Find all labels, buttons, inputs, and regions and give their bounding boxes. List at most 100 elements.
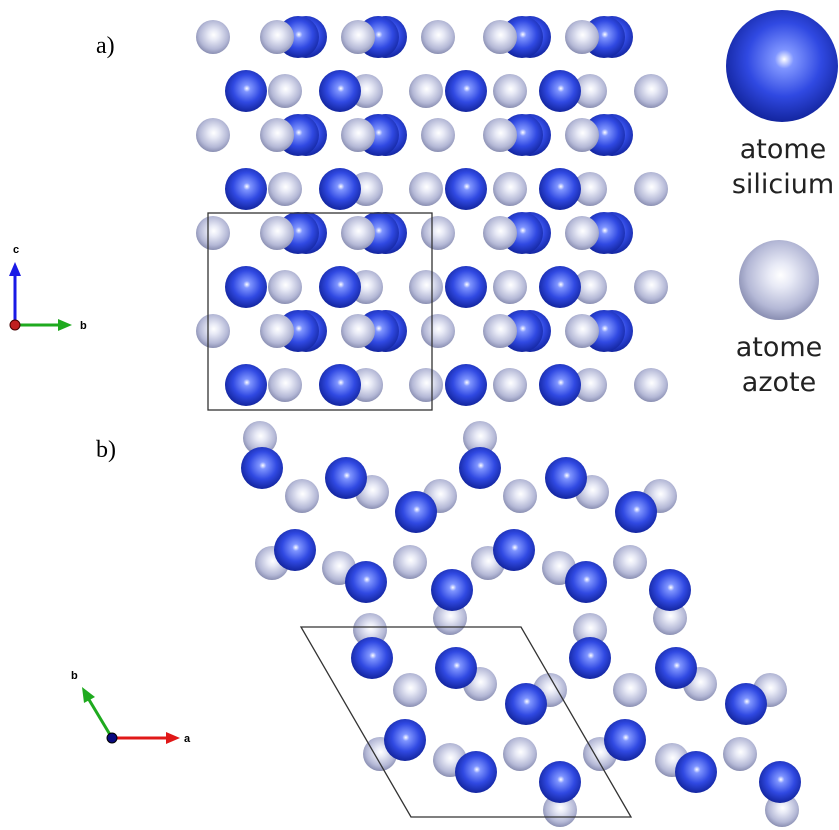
unit-cell-b [299, 626, 633, 818]
silicium-atom [445, 266, 487, 308]
axis-origin-a [9, 319, 21, 331]
azote-atom [341, 314, 375, 348]
silicium-atom [655, 647, 697, 689]
azote-atom [543, 793, 577, 827]
azote-atom [243, 421, 277, 455]
azote-atom [393, 673, 427, 707]
azote-atom [260, 216, 294, 250]
silicium-atom [345, 561, 387, 603]
azote-atom [421, 216, 455, 250]
silicium-atom [384, 719, 426, 761]
azote-atom [573, 270, 607, 304]
azote-atom [493, 74, 527, 108]
azote-atom [268, 270, 302, 304]
legend-azote-line2: azote [742, 367, 816, 398]
silicium-atom [445, 364, 487, 406]
silicium-atom [319, 266, 361, 308]
silicium-atom [539, 364, 581, 406]
azote-atom [196, 118, 230, 152]
axis-c-arrowhead [9, 262, 21, 276]
azote-atom [634, 74, 668, 108]
silicium-atom [565, 561, 607, 603]
azote-atom [409, 172, 443, 206]
azote-atom [653, 601, 687, 635]
silicium-atom [241, 447, 283, 489]
axis-a-arrowhead [166, 732, 180, 744]
silicium-atom [225, 266, 267, 308]
azote-atom [421, 118, 455, 152]
silicium-atom [319, 168, 361, 210]
azote-atom [493, 368, 527, 402]
azote-atom [573, 172, 607, 206]
silicium-atom [505, 683, 547, 725]
silicium-atom [455, 751, 497, 793]
silicium-atom [395, 491, 437, 533]
silicium-atom [225, 168, 267, 210]
silicium-atom [431, 569, 473, 611]
azote-atom [565, 20, 599, 54]
azote-atom [483, 314, 517, 348]
azote-atom [573, 74, 607, 108]
azote-atom [421, 20, 455, 54]
azote-atom [285, 479, 319, 513]
legend-azote-line1: atome [736, 332, 823, 363]
azote-atom [268, 74, 302, 108]
azote-atom [260, 118, 294, 152]
axis-origin-b [106, 732, 118, 744]
azote-atom [565, 216, 599, 250]
azote-atom [483, 216, 517, 250]
panel-a-label: a) [96, 33, 115, 59]
azote-atom [260, 20, 294, 54]
axis-b-vertical-label: b [71, 670, 78, 682]
axis-a-vertical-label: c [13, 244, 19, 256]
silicium-atom [459, 447, 501, 489]
axis-a-horizontal-label: b [80, 320, 87, 332]
azote-atom [503, 737, 537, 771]
silicium-atom [319, 364, 361, 406]
azote-atom [341, 118, 375, 152]
azote-atom [268, 172, 302, 206]
azote-atom [503, 479, 537, 513]
axis-b-horizontal-label: a [184, 733, 191, 745]
azote-atom [613, 545, 647, 579]
azote-atom [196, 20, 230, 54]
silicium-atom [539, 761, 581, 803]
silicium-atom [225, 70, 267, 112]
silicium-atom [539, 168, 581, 210]
silicium-atom [759, 761, 801, 803]
silicium-atom [545, 457, 587, 499]
silicium-atom [225, 364, 267, 406]
legend-azote-sphere [739, 240, 819, 320]
azote-atom [409, 368, 443, 402]
azote-atom [483, 20, 517, 54]
azote-atom [393, 545, 427, 579]
azote-atom [268, 368, 302, 402]
axis-triad-a: c b [9, 244, 87, 332]
azote-atom [634, 368, 668, 402]
azote-atom [613, 673, 647, 707]
panel-b-structure [241, 421, 801, 827]
azote-atom [634, 270, 668, 304]
silicium-atom [319, 70, 361, 112]
axis-b-arrowhead-b [82, 687, 95, 703]
legend-silicium-line1: atome [740, 134, 827, 165]
silicium-atom [274, 529, 316, 571]
axis-b-arrowhead [58, 319, 72, 331]
silicium-atom [675, 751, 717, 793]
azote-atom [196, 314, 230, 348]
silicium-atom [351, 637, 393, 679]
azote-atom [723, 737, 757, 771]
azote-atom [573, 368, 607, 402]
azote-atom [409, 74, 443, 108]
panel-b-label: b) [96, 437, 116, 463]
silicium-atom [615, 491, 657, 533]
silicium-atom [325, 457, 367, 499]
silicium-atom [649, 569, 691, 611]
silicium-atom [445, 168, 487, 210]
silicium-atom [539, 266, 581, 308]
azote-atom [493, 270, 527, 304]
azote-atom [421, 314, 455, 348]
azote-atom [493, 172, 527, 206]
silicium-atom [493, 529, 535, 571]
